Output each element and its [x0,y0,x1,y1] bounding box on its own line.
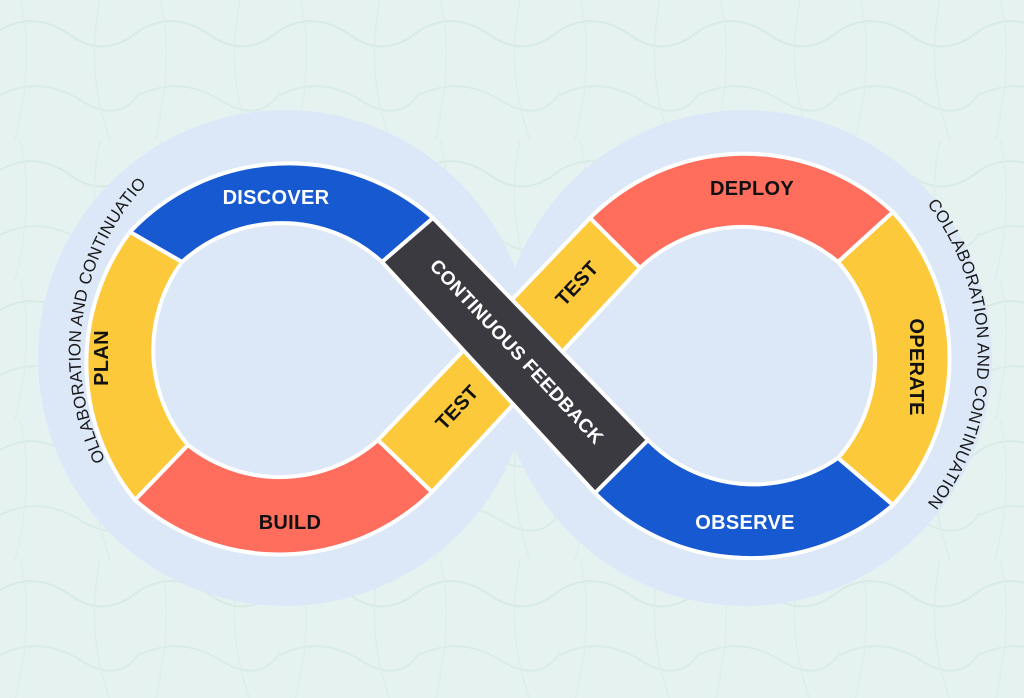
ring-segments [84,151,952,561]
label-plan: PLAN [91,330,113,386]
label-build: BUILD [259,512,322,534]
label-deploy: DEPLOY [710,178,794,200]
label-observe: OBSERVE [695,512,795,534]
segment-build [133,438,434,557]
label-operate: OPERATE [905,318,927,415]
segment-discover [128,161,435,264]
segment-deploy [588,151,895,270]
segment-observe [593,438,895,561]
segment-continuous-feedback [380,216,650,495]
segment-operate [836,210,952,507]
label-discover: DISCOVER [223,187,330,209]
